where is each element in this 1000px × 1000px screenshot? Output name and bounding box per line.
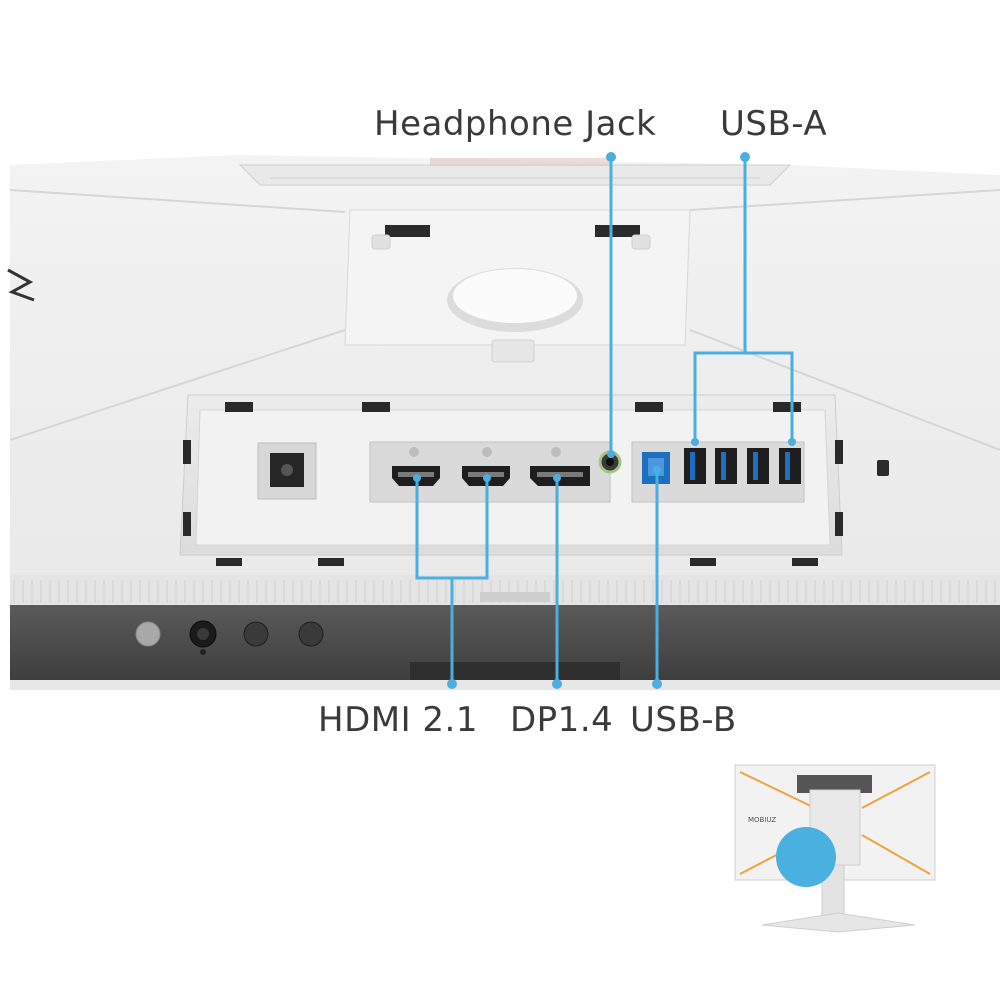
monitor-thumbnail: MOBIUZ [734, 764, 936, 933]
bottom-grille [10, 575, 1000, 607]
joystick-button [189, 620, 217, 655]
callout-line-headphone [606, 152, 616, 458]
usb-a-port-2 [715, 448, 737, 484]
hdmi-label: HDMI 2.1 [318, 700, 478, 740]
callout-line-hdmi [413, 474, 491, 689]
callout-line-dp [552, 474, 562, 689]
top-vent-strip [238, 158, 792, 186]
usb-a-port-3 [747, 448, 769, 484]
bottom-bezel [10, 592, 1000, 680]
lock-slot [877, 460, 889, 476]
dp-label: DP1.4 [510, 700, 614, 740]
control-button-3 [298, 621, 324, 647]
highlight-disc [776, 827, 836, 887]
stand-mount-plate [344, 209, 691, 363]
headphone-jack-label: Headphone Jack [374, 104, 657, 144]
callout-line-usb-a [691, 152, 796, 446]
usb-b-label: USB-B [630, 700, 737, 740]
dc-power-jack [257, 442, 317, 500]
usb-a-port-1 [684, 448, 706, 484]
usb-port-block [631, 441, 805, 503]
control-button-2 [243, 621, 269, 647]
callout-line-usb-b [652, 466, 662, 689]
usb-a-port-4 [779, 448, 801, 484]
thumbnail-brand-mark: MOBIUZ [748, 816, 776, 824]
power-button [135, 621, 161, 647]
callout-lines [413, 152, 796, 689]
usb-a-label: USB-A [720, 104, 828, 144]
video-port-block [369, 441, 611, 503]
